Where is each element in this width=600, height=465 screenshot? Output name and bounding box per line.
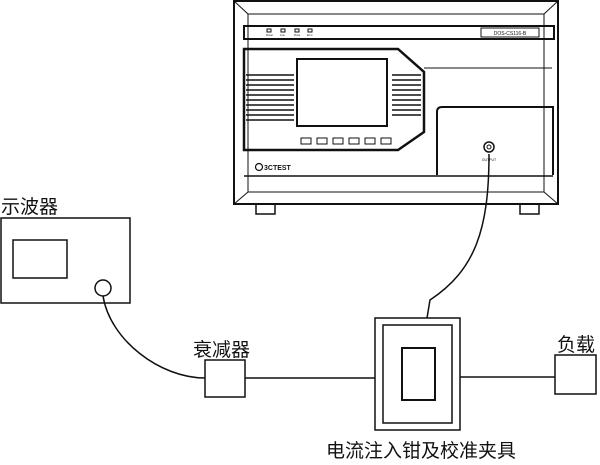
indicator-label: Pulse xyxy=(294,34,301,37)
indicator-label: Line xyxy=(280,34,285,37)
clamp-label: 电流注入钳及校准夹具 xyxy=(326,440,517,462)
attenuator-label: 衰减器 xyxy=(193,339,251,361)
brand-icon xyxy=(254,162,264,172)
scope-cable xyxy=(102,295,206,379)
load-box xyxy=(554,354,597,395)
device-foot xyxy=(519,203,540,215)
oscilloscope-box xyxy=(0,217,131,304)
front-buttons xyxy=(300,137,392,145)
brand-logo: 3CTEST xyxy=(264,165,292,172)
indicator-leds xyxy=(266,28,313,33)
clamp-core xyxy=(401,347,436,401)
load-label: 负载 xyxy=(557,334,596,356)
output-cable xyxy=(426,153,490,319)
attenuator-box xyxy=(204,359,246,398)
model-label: DOS-CS116-B xyxy=(494,31,527,37)
oscilloscope-label: 示波器 xyxy=(1,196,59,218)
clamp-outer xyxy=(374,317,461,431)
indicator-label: Error xyxy=(307,34,313,37)
device-foot xyxy=(255,203,276,215)
vent-grille xyxy=(246,74,421,121)
indicator-label: Power xyxy=(266,34,273,37)
device-screen xyxy=(296,58,388,127)
oscilloscope-screen xyxy=(12,239,68,279)
oscilloscope-input-knob xyxy=(94,279,112,297)
signal-generator-device xyxy=(233,0,559,215)
output-connector xyxy=(483,141,495,153)
clamp-inner-frame xyxy=(382,324,453,424)
